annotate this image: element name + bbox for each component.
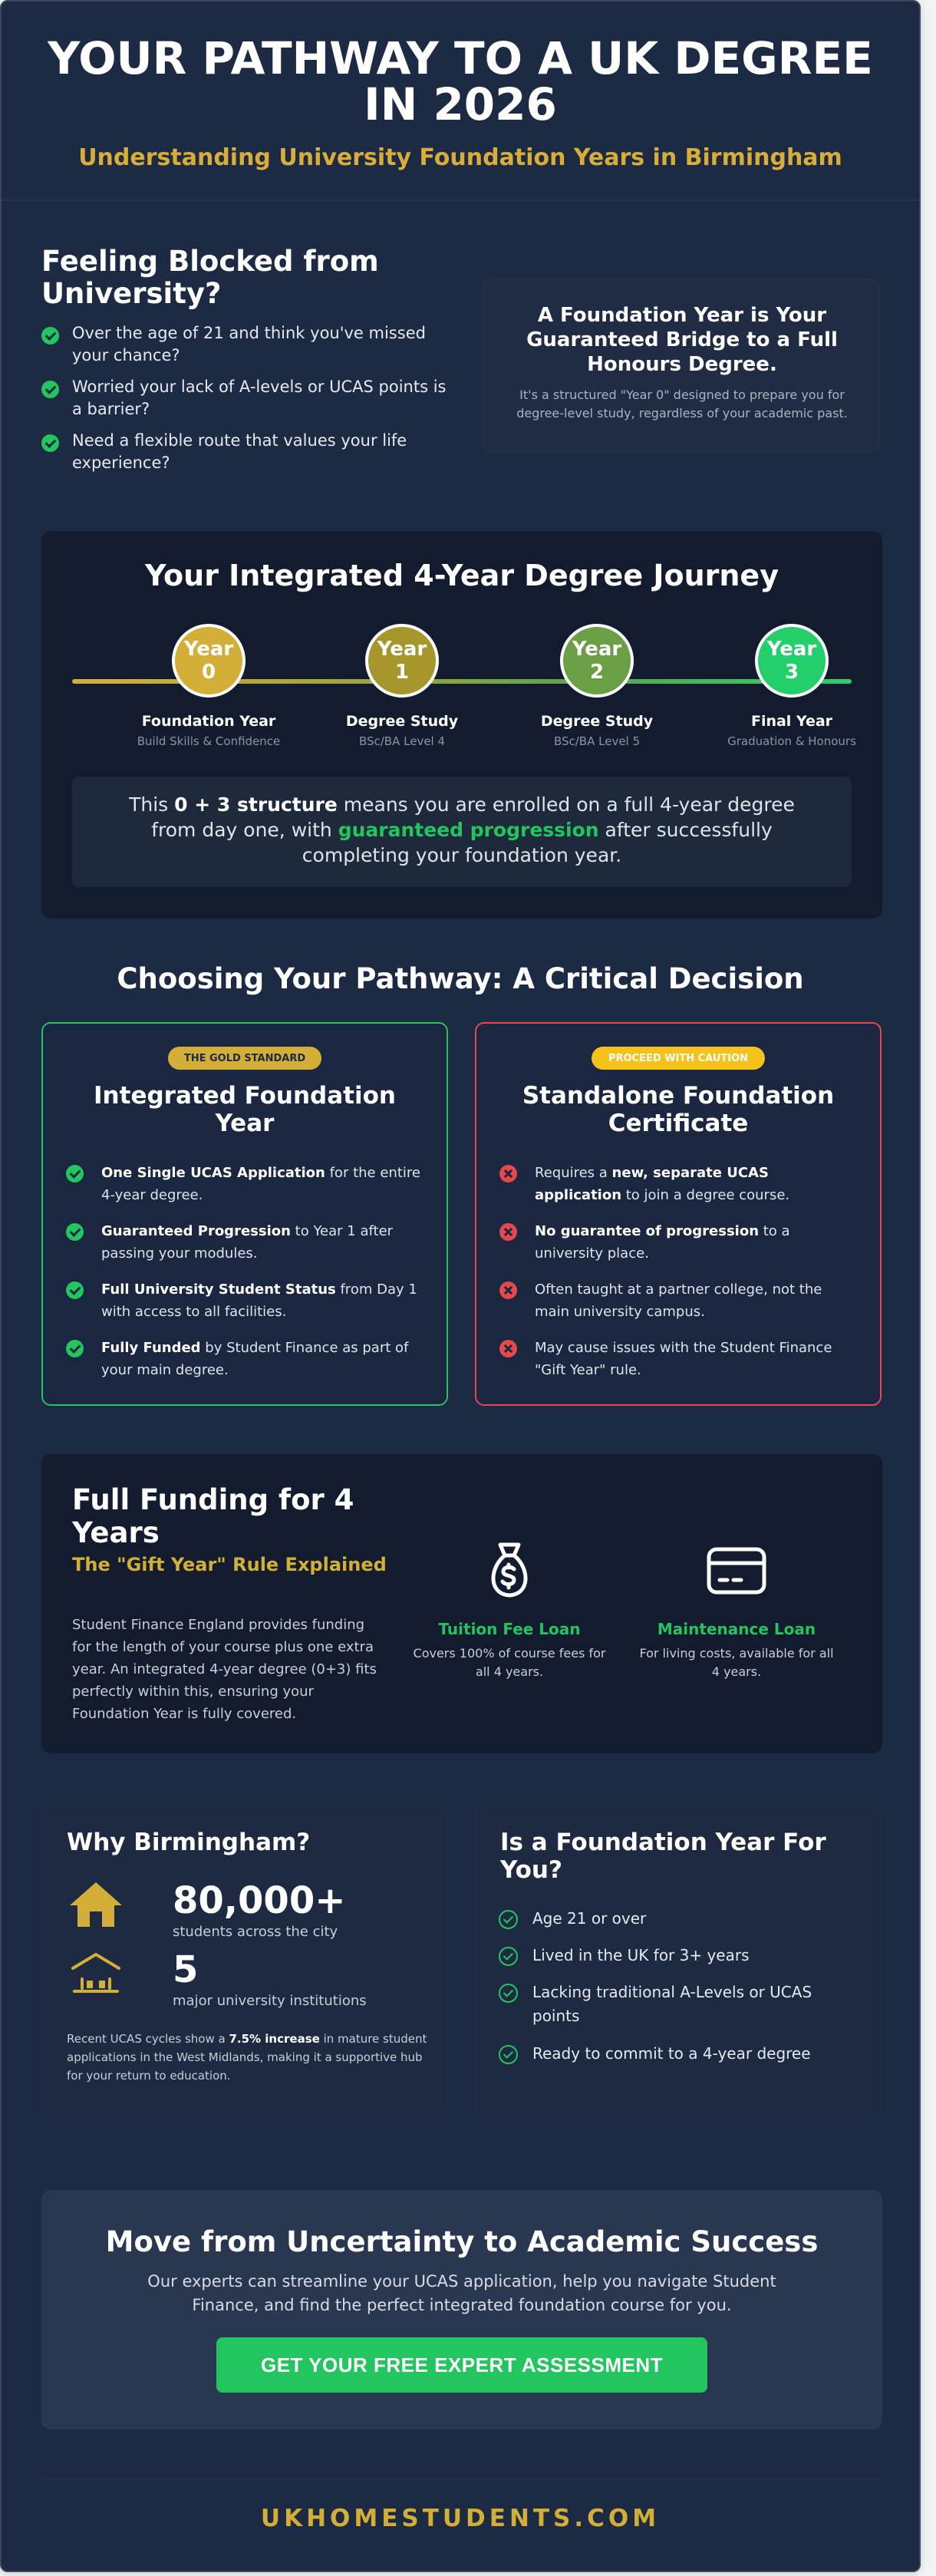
x-circle-icon <box>499 1165 517 1182</box>
foundation-bridge-card: A Foundation Year is Your Guaranteed Bri… <box>483 279 879 453</box>
maintenance-loan: Maintenance Loan For living costs, avail… <box>637 1539 836 1681</box>
year-1-circle: Year 1 <box>365 624 439 698</box>
journey-step-year-3: Year 3 Final Year Graduation & Honours <box>715 624 868 748</box>
loan-desc: For living costs, available for all 4 ye… <box>639 1646 834 1679</box>
why-birmingham-card: Why Birmingham? 80,000+ students across … <box>41 1806 448 2113</box>
page-subtitle: Understanding University Foundation Year… <box>78 144 842 171</box>
university-icon <box>71 1953 120 1993</box>
stat-number: 80,000+ <box>173 1879 346 1922</box>
x-circle-icon <box>499 1281 517 1299</box>
check-circle-outline-icon <box>499 1910 518 1929</box>
funding-text: Student Finance England provides funding… <box>72 1617 377 1722</box>
journey-step-year-2: Year 2 Degree Study BSc/BA Level 5 <box>520 624 674 748</box>
journey-title: Your Integrated 4-Year Degree Journey <box>145 559 779 592</box>
stat-number: 5 <box>173 1948 199 1991</box>
ucas-trend-note: Recent UCAS cycles show a 7.5% increase … <box>67 2032 427 2083</box>
tuition-fee-loan: Tuition Fee Loan Covers 100% of course f… <box>410 1539 609 1681</box>
step-title: Final Year <box>750 713 833 730</box>
loan-title: Maintenance Loan <box>657 1620 816 1638</box>
free-assessment-button[interactable]: GET YOUR FREE EXPERT ASSESSMENT <box>216 2337 707 2393</box>
stat-label: major university institutions <box>173 1993 367 2009</box>
check-circle-icon <box>41 327 59 345</box>
funding-section: Full Funding for 4 Years The "Gift Year"… <box>41 1454 882 1753</box>
x-circle-icon <box>499 1340 517 1357</box>
year-0-circle: Year 0 <box>172 624 246 698</box>
check-circle-outline-icon <box>499 1984 518 2003</box>
structure-note: This 0 + 3 structure means you are enrol… <box>72 777 852 887</box>
choose-section-title: Choosing Your Pathway: A Critical Decisi… <box>117 962 804 995</box>
integrated-foundation-card: THE GOLD STANDARD Integrated Foundation … <box>41 1022 448 1406</box>
standalone-foundation-card: PROCEED WITH CAUTION Standalone Foundati… <box>475 1022 882 1406</box>
step-desc: Graduation & Honours <box>727 734 856 748</box>
card-title: Standalone Foundation Certificate <box>522 1082 835 1137</box>
house-icon <box>70 1882 122 1927</box>
page-title: YOUR PATHWAY TO A UK DEGREE IN 2026 <box>48 32 873 130</box>
cta-text: Our experts can streamline your UCAS app… <box>147 2272 776 2314</box>
step-desc: Build Skills & Confidence <box>137 734 281 748</box>
cta-title: Move from Uncertainty to Academic Succes… <box>105 2225 819 2258</box>
is-it-for-you-card: Is a Foundation Year For You? Age 21 or … <box>475 1806 882 2113</box>
step-title: Foundation Year <box>141 713 276 730</box>
check-circle-icon <box>66 1223 84 1241</box>
step-desc: BSc/BA Level 4 <box>358 734 446 748</box>
degree-journey: Your Integrated 4-Year Degree Journey Ye… <box>41 531 882 919</box>
caution-badge: PROCEED WITH CAUTION <box>592 1047 765 1070</box>
check-circle-outline-icon <box>499 1947 518 1966</box>
x-circle-icon <box>499 1223 517 1241</box>
stat-label: students across the city <box>173 1924 338 1940</box>
cta-section: Move from Uncertainty to Academic Succes… <box>41 2190 882 2429</box>
timeline-track <box>72 679 852 684</box>
year-3-circle: Year 3 <box>755 624 829 698</box>
card-title: Is a Foundation Year For You? <box>500 1829 826 1884</box>
footer-brand: UKHOMESTUDENTS.COM <box>260 2505 661 2532</box>
funding-title: Full Funding for 4 Years <box>72 1483 354 1549</box>
check-circle-outline-icon <box>499 2045 518 2064</box>
journey-step-year-0: Year 0 Foundation Year Build Skills & Co… <box>132 624 285 748</box>
check-circle-icon <box>66 1281 84 1299</box>
divider <box>41 2479 882 2480</box>
step-title: Degree Study <box>345 713 459 730</box>
check-circle-icon <box>41 434 59 452</box>
money-bag-icon <box>491 1542 528 1598</box>
loan-desc: Covers 100% of course fees for all 4 yea… <box>413 1646 606 1679</box>
journey-step-year-1: Year 1 Degree Study BSc/BA Level 4 <box>325 624 479 748</box>
year-2-circle: Year 2 <box>560 624 634 698</box>
check-circle-icon <box>66 1165 84 1182</box>
funding-subtitle: The "Gift Year" Rule Explained <box>72 1554 387 1575</box>
hero-title: Feeling Blocked from University? <box>41 245 379 310</box>
check-circle-icon <box>66 1340 84 1357</box>
loan-title: Tuition Fee Loan <box>438 1620 581 1638</box>
card-title: Integrated Foundation Year <box>94 1082 396 1137</box>
credit-card-icon <box>707 1547 766 1595</box>
gold-standard-badge: THE GOLD STANDARD <box>168 1047 321 1070</box>
bridge-card-text: It's a structured "Year 0" designed to p… <box>516 388 848 421</box>
step-title: Degree Study <box>540 713 654 730</box>
step-desc: BSc/BA Level 5 <box>553 734 641 748</box>
header: YOUR PATHWAY TO A UK DEGREE IN 2026 Unde… <box>2 2 919 201</box>
check-circle-icon <box>41 381 59 398</box>
card-title: Why Birmingham? <box>67 1829 311 1856</box>
bridge-card-title: A Foundation Year is Your Guaranteed Bri… <box>526 304 838 376</box>
